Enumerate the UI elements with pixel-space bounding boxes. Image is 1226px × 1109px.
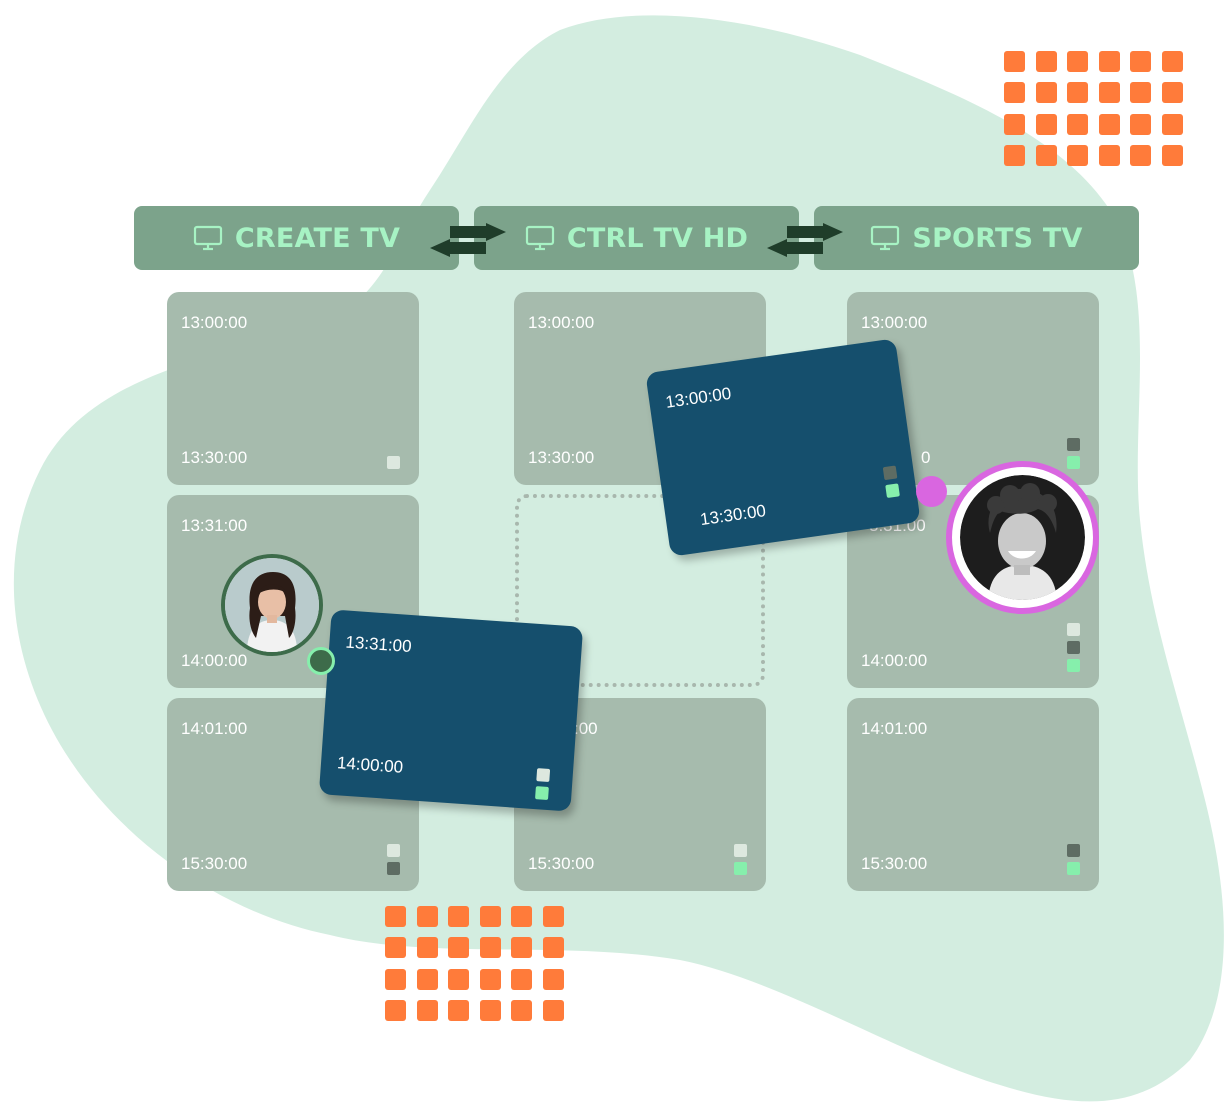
- status-indicator: [1067, 623, 1080, 636]
- woman-avatar-icon[interactable]: [221, 554, 323, 656]
- slot-end-time: 15:30:00: [861, 854, 928, 873]
- slot-end-time: 14:00:00: [861, 651, 928, 670]
- decorative-dot-grid-top: [1004, 51, 1183, 167]
- dragged-program-card[interactable]: 13:00:00 13:30:00: [645, 338, 921, 557]
- status-indicator: [1067, 641, 1080, 654]
- empty-slot-drop-target[interactable]: [515, 494, 765, 687]
- status-indicator: [536, 768, 551, 783]
- event-start-time: 13:00:00: [664, 383, 733, 412]
- channel-label: CTRL TV HD: [566, 222, 749, 254]
- slot-end-time: 15:30:00: [181, 854, 248, 873]
- status-indicator: [1067, 438, 1080, 451]
- man-avatar-icon[interactable]: [946, 461, 1099, 614]
- status-indicator: [387, 862, 400, 875]
- channel-header-sports-tv[interactable]: SPORTS TV: [814, 206, 1139, 270]
- status-indicator: [1067, 456, 1080, 469]
- slot-end-time: 0: [921, 448, 931, 467]
- status-indicator: [387, 844, 400, 857]
- swap-arrows-icon[interactable]: [765, 223, 845, 257]
- slot-end-time: 13:30:00: [528, 448, 595, 467]
- schedule-slot[interactable]: 14:01:00 15:30:00: [847, 698, 1099, 891]
- channel-label: CREATE TV: [234, 222, 401, 254]
- status-indicator: [885, 483, 900, 499]
- slot-start-time: 14:01:00: [861, 719, 928, 738]
- slot-start-time: :00: [574, 719, 598, 738]
- status-indicator: [1067, 844, 1080, 857]
- user-photo: [225, 558, 319, 652]
- slot-start-time: 13:00:00: [528, 313, 595, 332]
- status-indicator: [734, 862, 747, 875]
- drag-handle[interactable]: [916, 476, 947, 507]
- event-end-time: 13:30:00: [698, 501, 768, 530]
- slot-start-time: 13:00:00: [181, 313, 248, 332]
- status-indicator: [1067, 862, 1080, 875]
- status-indicator: [535, 786, 549, 800]
- decorative-dot-grid-bottom: [385, 906, 564, 1022]
- slot-end-time: 13:30:00: [181, 448, 248, 467]
- tv-icon: [871, 225, 900, 251]
- channel-header-create-tv[interactable]: CREATE TV: [134, 206, 459, 270]
- user-photo: [960, 475, 1085, 600]
- status-indicator: [387, 456, 400, 469]
- dragged-program-card[interactable]: 13:31:00 14:00:00: [318, 609, 584, 812]
- status-indicator: [1067, 659, 1080, 672]
- schedule-slot[interactable]: 13:00:00 13:30:00: [167, 292, 419, 485]
- slot-end-time: 15:30:00: [528, 854, 595, 873]
- status-indicator: [882, 465, 898, 481]
- tv-icon: [525, 225, 554, 251]
- slot-start-time: 13:31:00: [181, 516, 248, 535]
- channel-header-ctrl-tv-hd[interactable]: CTRL TV HD: [474, 206, 799, 270]
- drag-handle[interactable]: [307, 647, 335, 675]
- tv-icon: [193, 225, 222, 251]
- slot-end-time: 14:00:00: [181, 651, 248, 670]
- slot-start-time: 14:01:00: [181, 719, 248, 738]
- slot-start-time: 13:00:00: [861, 313, 928, 332]
- status-indicator: [734, 844, 747, 857]
- event-start-time: 13:31:00: [344, 632, 413, 657]
- channel-label: SPORTS TV: [912, 222, 1083, 254]
- event-end-time: 14:00:00: [336, 753, 404, 777]
- swap-arrows-icon[interactable]: [428, 223, 508, 257]
